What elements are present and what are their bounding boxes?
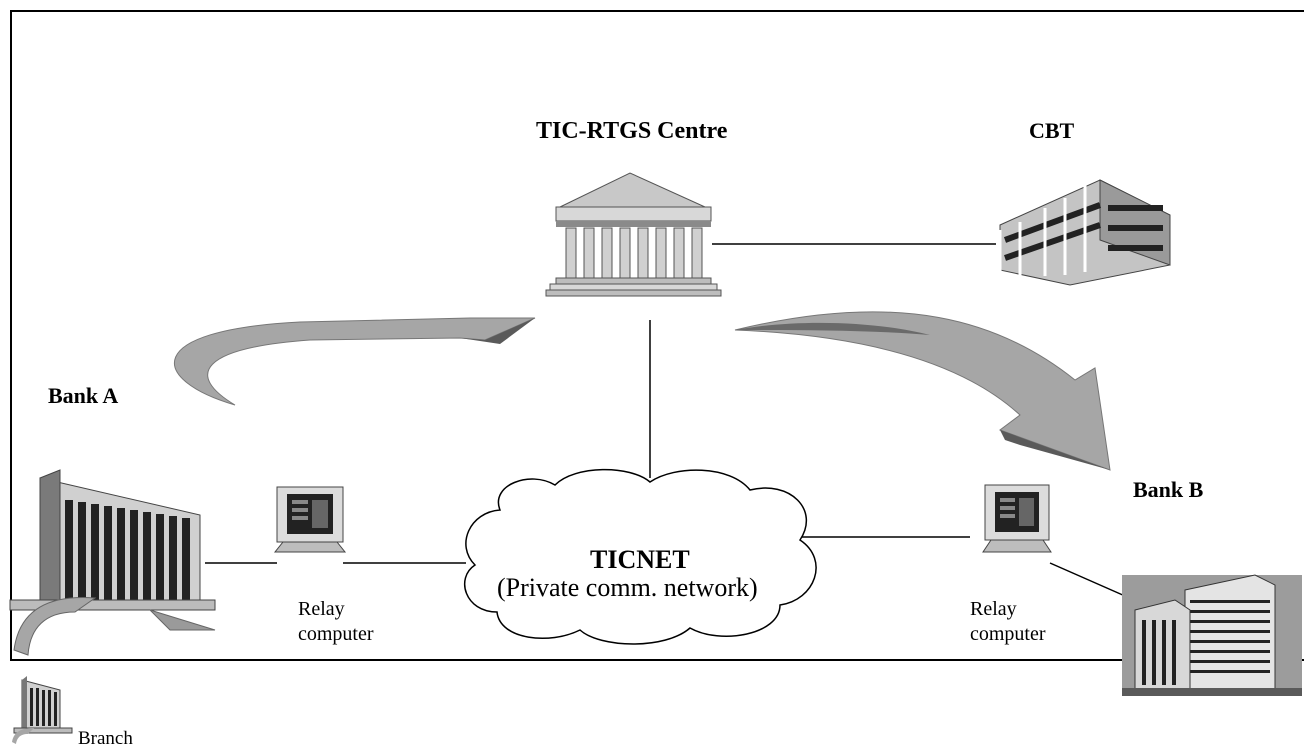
centre-label: TIC-RTGS Centre [536,118,728,144]
relay-b-line1: Relay [970,598,1017,620]
cloud-icon [464,468,817,645]
tower-building-icon [9,469,216,656]
branch-label: Branch [78,728,133,749]
diagram-frame [10,10,1304,661]
bank-a-label: Bank A [48,383,119,408]
line-relay-bankb [1049,562,1126,597]
cbt-label: CBT [1029,118,1075,143]
computer-terminal-icon-a [273,486,347,553]
relay-b-line2: computer [970,623,1046,645]
branch-building-icon [12,676,73,744]
arrow-bank-a-to-centre [173,317,536,406]
relay-a-line2: computer [298,623,374,645]
computer-terminal-icon-b [982,484,1052,553]
office-building-icon [998,178,1171,286]
connector-lines [205,243,1126,597]
relay-a-line1: Relay [298,598,345,620]
skyscraper-icon [1122,574,1302,696]
arrow-centre-to-bank-b [734,311,1111,471]
network-name: TICNET [590,545,690,574]
bank-b-label: Bank B [1133,477,1204,502]
bank-building-icon [545,172,722,297]
network-desc: (Private comm. network) [497,573,758,602]
